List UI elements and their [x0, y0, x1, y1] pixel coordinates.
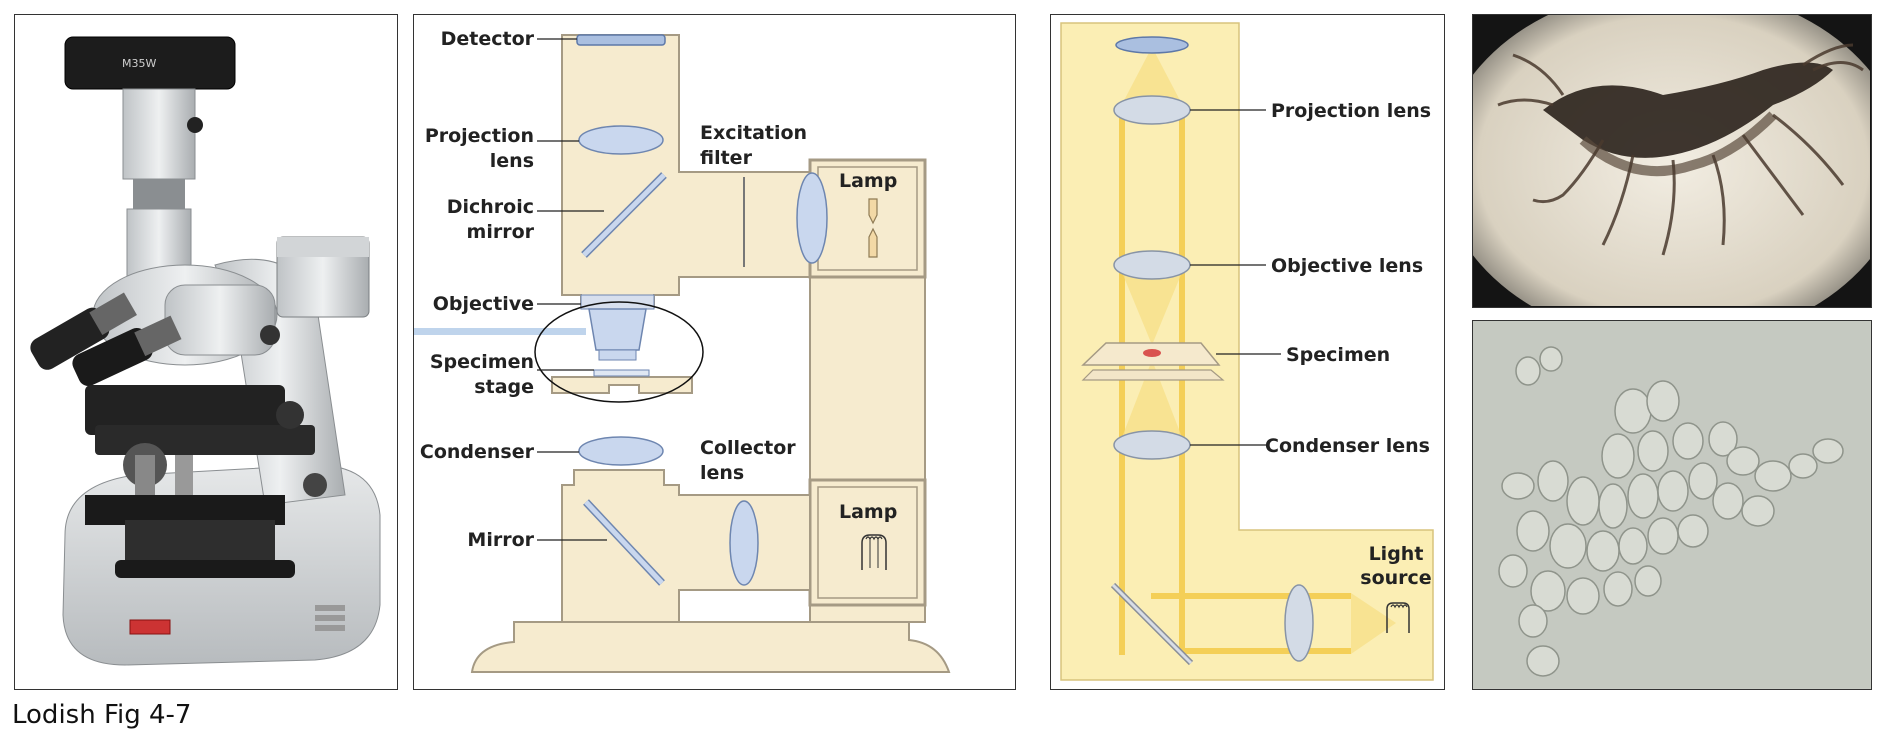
lightpath-light-source	[1386, 602, 1410, 633]
excitation-beam	[414, 328, 586, 335]
lightpath-specimen-dot	[1143, 349, 1161, 357]
label-excitation-filter-1: Excitation	[700, 122, 807, 144]
camera-label: M35W	[122, 57, 156, 70]
label-mirror: Mirror	[467, 529, 534, 551]
label-condenser-lens-c: Condenser lens	[1265, 435, 1430, 457]
label-light-source-c-2: source	[1360, 567, 1431, 589]
lamp-top-bulb	[868, 198, 878, 225]
label-objective: Objective	[433, 293, 534, 315]
lower-body	[561, 469, 811, 623]
microscope-photo-panel: M35W	[14, 14, 398, 690]
organism-body	[1543, 62, 1833, 158]
label-specimen-stage-1: Specimen	[430, 351, 534, 373]
label-collector-lens-1: Collector	[700, 437, 796, 459]
label-dichroic-mirror-2: mirror	[467, 221, 535, 243]
label-projection-lens-2: lens	[490, 150, 534, 172]
detector-element	[576, 34, 666, 46]
condenser-element	[578, 436, 664, 466]
lamp-bottom-filament	[861, 534, 887, 570]
microscope-photo: M35W	[30, 36, 381, 666]
micrograph-cells	[1473, 321, 1870, 688]
label-lamp-top: Lamp	[839, 170, 897, 192]
collector-lens-element	[729, 500, 759, 586]
label-condenser: Condenser	[420, 441, 535, 463]
label-objective-lens-c: Objective lens	[1271, 255, 1423, 277]
lightpath-diagram: Projection lens Objective lens Specimen …	[1060, 22, 1434, 681]
lightpath-collector-lens	[1284, 584, 1314, 662]
projection-lens-element	[578, 125, 664, 155]
figure-caption: Lodish Fig 4-7	[12, 700, 192, 730]
micrograph-organism-panel	[1441, 0, 1884, 343]
label-lamp-bottom: Lamp	[839, 501, 897, 523]
lightpath-top-element	[1115, 36, 1189, 54]
label-light-source-c-1: Light	[1369, 543, 1424, 565]
label-dichroic-mirror-1: Dichroic	[447, 196, 534, 218]
lightpath-diagram-panel: Projection lens Objective lens Specimen …	[1050, 14, 1445, 690]
lightpath-objective-lens	[1113, 250, 1191, 280]
label-collector-lens-2: lens	[700, 462, 744, 484]
lightpath-background	[1060, 22, 1434, 681]
objective-element	[588, 308, 647, 351]
label-excitation-filter-2: filter	[700, 147, 753, 169]
objective-highlight-ellipse	[534, 301, 704, 403]
label-projection-lens-1: Projection	[425, 125, 534, 147]
base-label-tag	[129, 619, 171, 635]
upper-body	[561, 34, 811, 308]
fluorescence-diagram: Detector Projection lens Dichroic mirror…	[414, 28, 951, 673]
lightpath-projection-lens	[1113, 95, 1191, 125]
label-projection-lens-c: Projection lens	[1271, 100, 1431, 122]
lightpath-condenser-lens	[1113, 430, 1191, 460]
label-specimen-stage-2: stage	[474, 376, 534, 398]
label-specimen-c: Specimen	[1286, 344, 1390, 366]
micrograph-cells-panel	[1472, 320, 1872, 690]
label-detector: Detector	[441, 28, 535, 50]
yeast-cell-cluster	[1498, 346, 1844, 677]
micrograph-organism	[1441, 0, 1884, 343]
microscope-base	[470, 621, 951, 673]
fluorescence-diagram-panel: Detector Projection lens Dichroic mirror…	[413, 14, 1016, 690]
